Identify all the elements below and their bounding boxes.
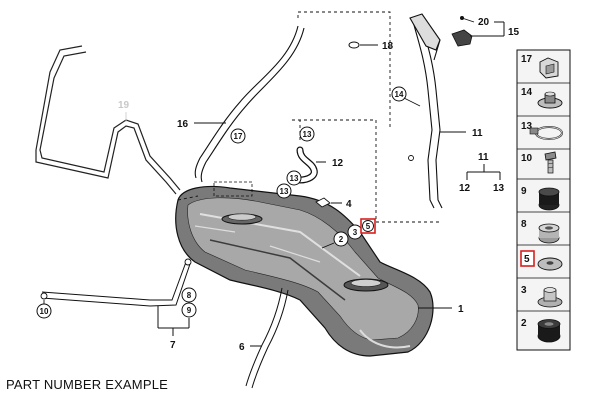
caption-text: PART NUMBER EXAMPLE <box>6 377 169 392</box>
spacer-icon <box>537 287 563 308</box>
label-12: 12 <box>332 158 344 169</box>
vent-hose-16 <box>194 25 305 183</box>
callout-13-lower: 13 <box>290 174 299 183</box>
callout-5-highlighted: 5 <box>366 222 371 231</box>
label-13-tree: 13 <box>493 183 505 194</box>
label-11-tree: 11 <box>478 152 489 163</box>
legend-label-14: 14 <box>521 87 533 98</box>
nut-icon <box>537 91 563 109</box>
tension-strap-6 <box>245 287 289 389</box>
hose-clamp-icon <box>529 126 563 140</box>
parts-legend: 17 14 13 10 9 <box>516 49 571 351</box>
fuel-line-19 <box>35 45 181 195</box>
legend-label-5-highlighted: 5 <box>524 254 530 265</box>
legend-label-2: 2 <box>521 318 527 329</box>
tension-strap-7 <box>41 261 191 307</box>
rubber-ring-icon <box>537 319 561 343</box>
callout-13-upper: 13 <box>303 130 312 139</box>
label-6: 6 <box>239 342 245 353</box>
label-4: 4 <box>346 199 352 210</box>
label-12-tree: 12 <box>459 183 471 194</box>
callout-3: 3 <box>353 228 358 237</box>
dashed-assembly-lines <box>177 11 440 223</box>
callout-8: 8 <box>187 291 192 300</box>
fuel-tank <box>175 181 434 357</box>
legend-label-9: 9 <box>521 186 527 197</box>
callout-2: 2 <box>339 235 344 244</box>
filler-neck-11 <box>409 13 443 209</box>
callout-14-neck: 14 <box>395 90 404 99</box>
legend-label-17: 17 <box>521 54 533 65</box>
rubber-mount-icon <box>538 187 560 211</box>
label-15: 15 <box>508 27 520 38</box>
bushing-icon <box>538 223 560 244</box>
legend-label-10: 10 <box>521 153 533 164</box>
washer-icon <box>537 257 563 271</box>
label-7: 7 <box>170 340 176 351</box>
label-19: 19 <box>118 100 130 111</box>
callout-13-tank: 13 <box>280 187 289 196</box>
label-16: 16 <box>177 119 189 130</box>
legend-label-13: 13 <box>521 121 533 132</box>
callout-9: 9 <box>187 306 192 315</box>
screw-icon <box>544 151 557 174</box>
legend-label-3: 3 <box>521 285 527 296</box>
clip-icon <box>539 57 559 79</box>
legend-label-8: 8 <box>521 219 527 230</box>
label-11: 11 <box>472 128 483 139</box>
label-1: 1 <box>458 304 464 315</box>
callout-10: 10 <box>40 307 49 316</box>
label-18: 18 <box>382 41 394 52</box>
label-20: 20 <box>478 17 490 28</box>
callout-17: 17 <box>234 132 243 141</box>
